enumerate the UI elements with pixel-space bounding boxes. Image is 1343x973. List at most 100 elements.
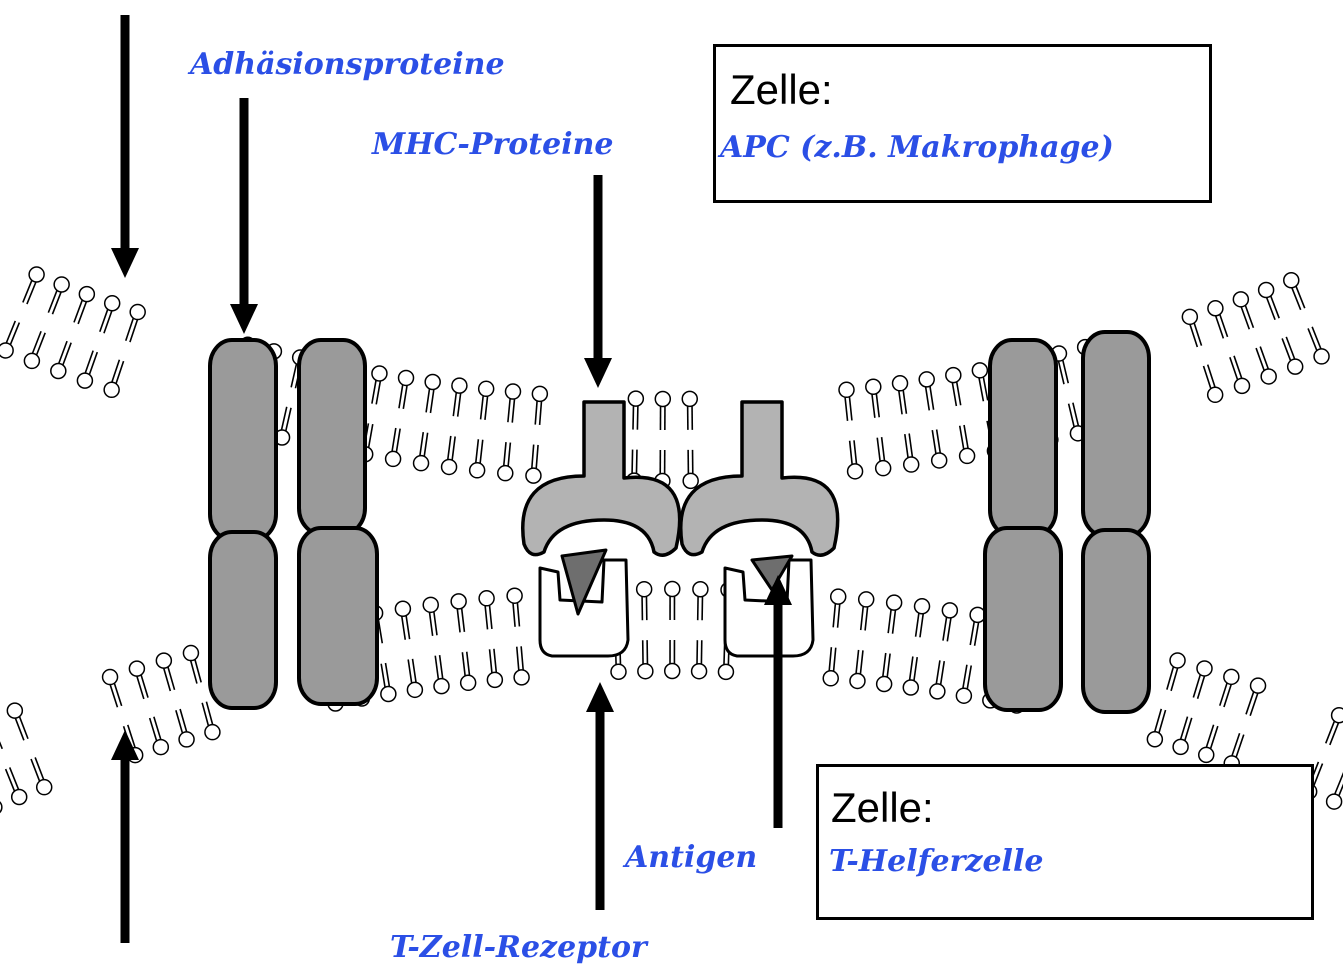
arrow-mhc [584,175,612,388]
lipid-head [7,703,22,718]
lipid-head [205,725,220,740]
lipid-head [831,589,846,604]
lipid-head [1170,653,1185,668]
lipid-head [103,670,118,685]
thelper-box-value: T-Helferzelle [829,847,1043,877]
lipid-head [434,679,449,694]
adhesion-protein-apc-right-2 [1083,332,1149,536]
lipid-head [461,675,476,690]
lipid-head [665,664,680,679]
lipid-head [407,682,422,697]
lipid-head [179,732,194,747]
lipid-head [919,372,934,387]
lipid-head [451,594,466,609]
lipid-head [79,287,94,302]
lipid-head [0,800,2,815]
lipid-head [129,661,144,676]
lipid-head [156,653,171,668]
lipid-head [893,376,908,391]
apc-cell-box: Zelle: APC (z.B. Makrophage) [713,44,1212,203]
lipid-head [693,582,708,597]
lipid-head [130,305,145,320]
lipid-head [425,375,440,390]
lipid-head [1284,273,1299,288]
lipid-head [105,296,120,311]
lipid-head [823,671,838,686]
apc-box-title: Zelle: [730,69,833,111]
adhesion-proteins-label: Adhäsionsproteine [190,50,505,80]
lipid-head [386,451,401,466]
lipid-head [51,363,66,378]
lipid-head [29,267,44,282]
lipid-head [1224,669,1239,684]
arrow-top-left [111,15,139,278]
lipid-head [611,664,626,679]
lipid-tail [0,720,2,749]
lipid-head [526,468,541,483]
lipid-head [487,672,502,687]
lipid-head [12,789,27,804]
lipid-bilayer-segment [1182,273,1329,403]
lipid-bilayer-segment [627,391,699,488]
lipid-head [960,448,975,463]
lipid-head [876,461,891,476]
lipid-head [1208,301,1223,316]
adhesion-protein-thelper-right-2 [1083,530,1149,712]
mhc-protein-2 [681,402,838,555]
lipid-head [683,473,698,488]
apc-box-value: APC (z.B. Makrophage) [720,133,1114,163]
lipid-head [1327,794,1342,809]
lipid-head [956,688,971,703]
arrow-head [111,248,139,278]
thelper-box-title: Zelle: [831,787,934,829]
t-cell-receptor-label: T-Zell-Rezeptor [390,933,647,963]
lipid-bilayer-segment [839,340,1113,479]
lipid-head [532,386,547,401]
lipid-head [1199,747,1214,762]
lipid-head [1314,349,1329,364]
lipid-head [839,382,854,397]
lipid-head [942,603,957,618]
lipid-head [915,599,930,614]
lipid-head [37,780,52,795]
adhesion-protein-thelper-right [985,528,1061,710]
protein-layer [210,332,1149,712]
lipid-head [946,368,961,383]
lipid-head [638,664,653,679]
lipid-head [0,343,13,358]
arrow-head [584,358,612,388]
mhc-protein-1 [523,402,680,555]
lipid-head [972,363,987,378]
lipid-head [903,680,918,695]
lipid-head [1259,282,1274,297]
lipid-head [1261,369,1276,384]
lipid-head [628,391,643,406]
lipid-head [470,463,485,478]
adhesion-protein-apc-left-2 [299,340,365,534]
lipid-head [54,277,69,292]
mhc-proteins-label: MHC-Proteine [372,130,614,160]
lipid-bilayer-segment [1147,653,1265,771]
lipid-head [1235,378,1250,393]
lipid-head [77,373,92,388]
lipid-head [183,646,198,661]
lipid-head [970,607,985,622]
lipid-head [859,592,874,607]
antigen-2 [752,556,792,590]
lipid-head [514,670,529,685]
lipid-head [1208,387,1223,402]
lipid-head [848,464,863,479]
lipid-head [655,391,670,406]
lipid-head [381,686,396,701]
lipid-head [1173,739,1188,754]
arrow-tcr [586,682,614,910]
lipid-head [479,381,494,396]
lipid-head [682,391,697,406]
lipid-head [507,588,522,603]
lipid-head [24,353,39,368]
lipid-head [1233,292,1248,307]
lipid-head [452,378,467,393]
lipid-head [904,457,919,472]
lipid-head [153,740,168,755]
